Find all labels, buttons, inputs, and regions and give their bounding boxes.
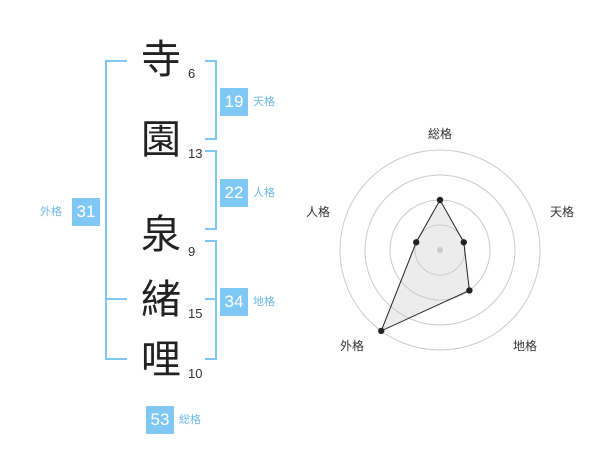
surname-char-2: 園: [141, 117, 181, 163]
gaikaku-label: 外格: [40, 205, 62, 218]
gaikaku-bracket-divider: [105, 298, 127, 300]
radar-axis-label-4: 外格: [340, 338, 364, 353]
radar-axis-label-5: 人格: [306, 204, 330, 219]
surname-char-1: 寺: [141, 37, 181, 83]
tenkaku-bracket: [205, 60, 217, 140]
gaikaku-bracket: [105, 60, 127, 360]
surname-char-1-strokes: 6: [188, 66, 196, 81]
given-char-1-strokes: 9: [188, 244, 196, 259]
chikaku-bracket-divider: [205, 298, 217, 300]
chikaku-label: 地格: [253, 295, 275, 308]
soukaku-label: 総格: [179, 413, 201, 426]
tenkaku-value-badge: 19: [220, 88, 248, 116]
surname-char-2-strokes: 13: [188, 146, 203, 161]
jinkaku-label: 人格: [253, 186, 275, 199]
radar-point-2: [460, 239, 467, 246]
radar-data-polygon: [380, 198, 470, 332]
given-char-1: 泉: [141, 212, 181, 258]
given-char-2: 緒: [141, 277, 181, 323]
jinkaku-bracket: [205, 150, 217, 230]
given-char-3-strokes: 10: [188, 366, 203, 381]
radar-point-4: [378, 327, 385, 335]
chikaku-bracket: [205, 240, 217, 360]
gaikaku-value-badge: 31: [72, 198, 100, 226]
radar-center-dot: [437, 247, 443, 253]
radar-ring-4: [339, 149, 541, 351]
soukaku-value-badge: 53: [146, 406, 174, 434]
tenkaku-label: 天格: [253, 95, 275, 108]
given-char-3: 哩: [141, 337, 181, 383]
radar-axis-label-3: 地格: [513, 338, 537, 353]
jinkaku-value-badge: 22: [220, 179, 248, 207]
radar-axis-label-1: 総格: [428, 126, 452, 141]
given-char-2-strokes: 15: [188, 306, 203, 321]
radar-axis-label-2: 天格: [550, 204, 574, 219]
radar-ring-3: [364, 174, 516, 326]
chikaku-value-badge: 34: [220, 288, 248, 316]
radar-point-1: [436, 196, 444, 204]
radar-point-5: [413, 239, 420, 246]
radar-point-3: [466, 287, 473, 294]
